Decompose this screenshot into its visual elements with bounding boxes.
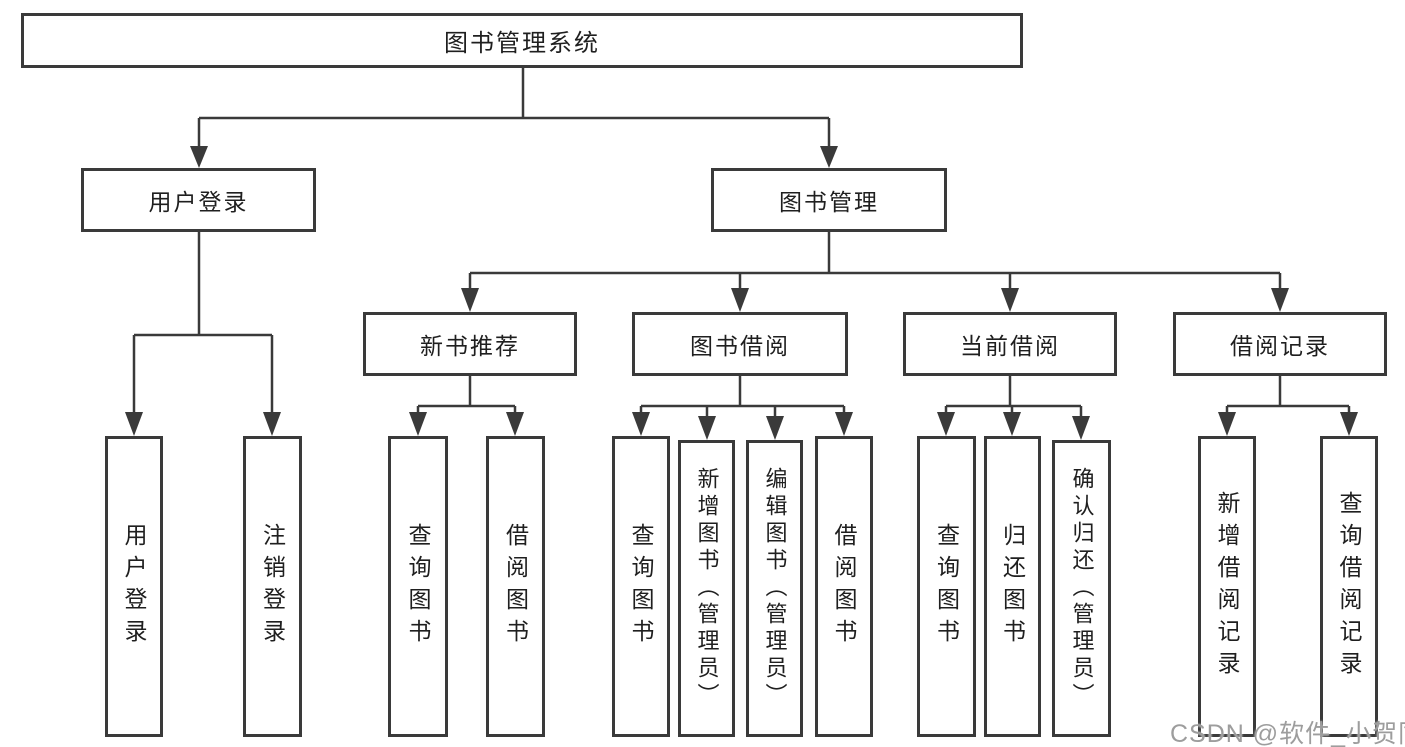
node-label: 新书推荐: [420, 333, 520, 359]
leaf-label: 查询图书: [405, 522, 431, 651]
leaf-label: 借阅图书: [502, 522, 529, 651]
leaf-label: 归还图书: [999, 522, 1026, 651]
node-label: 用户登录: [148, 189, 249, 215]
leaf-add-book-admin: 新增图书（管理员）: [678, 440, 735, 737]
leaf-query-book-3: 查询图书: [917, 436, 976, 737]
leaf-label: 编辑图书（管理员）: [762, 467, 788, 710]
node-book-borrow: 图书借阅: [632, 312, 848, 376]
leaf-label: 查询图书: [628, 522, 654, 651]
node-current-borrow: 当前借阅: [903, 312, 1117, 376]
leaf-add-borrow-record: 新增借阅记录: [1198, 436, 1256, 737]
leaf-confirm-return-admin: 确认归还（管理员）: [1052, 440, 1111, 737]
node-label: 借阅记录: [1230, 333, 1330, 359]
leaf-return-book: 归还图书: [984, 436, 1041, 737]
node-label: 当前借阅: [960, 333, 1060, 359]
node-label: 图书管理: [779, 189, 879, 215]
leaf-label: 确认归还（管理员）: [1069, 467, 1095, 710]
leaf-label: 查询借阅记录: [1336, 490, 1362, 683]
watermark: CSDN @软件_小贺同学: [1170, 720, 1405, 747]
leaf-query-book-1: 查询图书: [388, 436, 448, 737]
leaf-label: 注销登录: [259, 522, 286, 651]
leaf-edit-book-admin: 编辑图书（管理员）: [746, 440, 803, 737]
arrowheads: [125, 146, 1358, 440]
leaf-label: 新增图书（管理员）: [694, 467, 720, 710]
leaf-user-login: 用户登录: [105, 436, 163, 737]
node-label: 图书借阅: [690, 333, 790, 359]
node-root-label: 图书管理系统: [444, 30, 600, 57]
node-root: 图书管理系统: [21, 13, 1023, 68]
leaf-query-book-2: 查询图书: [612, 436, 670, 737]
leaf-label: 借阅图书: [831, 522, 857, 651]
leaf-label: 新增借阅记录: [1214, 490, 1240, 683]
leaf-borrow-book-1: 借阅图书: [486, 436, 545, 737]
leaf-query-borrow-record: 查询借阅记录: [1320, 436, 1378, 737]
leaf-borrow-book-2: 借阅图书: [815, 436, 873, 737]
node-new-book-recommend: 新书推荐: [363, 312, 577, 376]
node-borrow-records: 借阅记录: [1173, 312, 1387, 376]
leaf-label: 用户登录: [121, 522, 147, 651]
node-user-login-branch: 用户登录: [81, 168, 316, 232]
node-book-management: 图书管理: [711, 168, 947, 232]
leaf-logout: 注销登录: [243, 436, 302, 737]
leaf-label: 查询图书: [933, 522, 960, 651]
